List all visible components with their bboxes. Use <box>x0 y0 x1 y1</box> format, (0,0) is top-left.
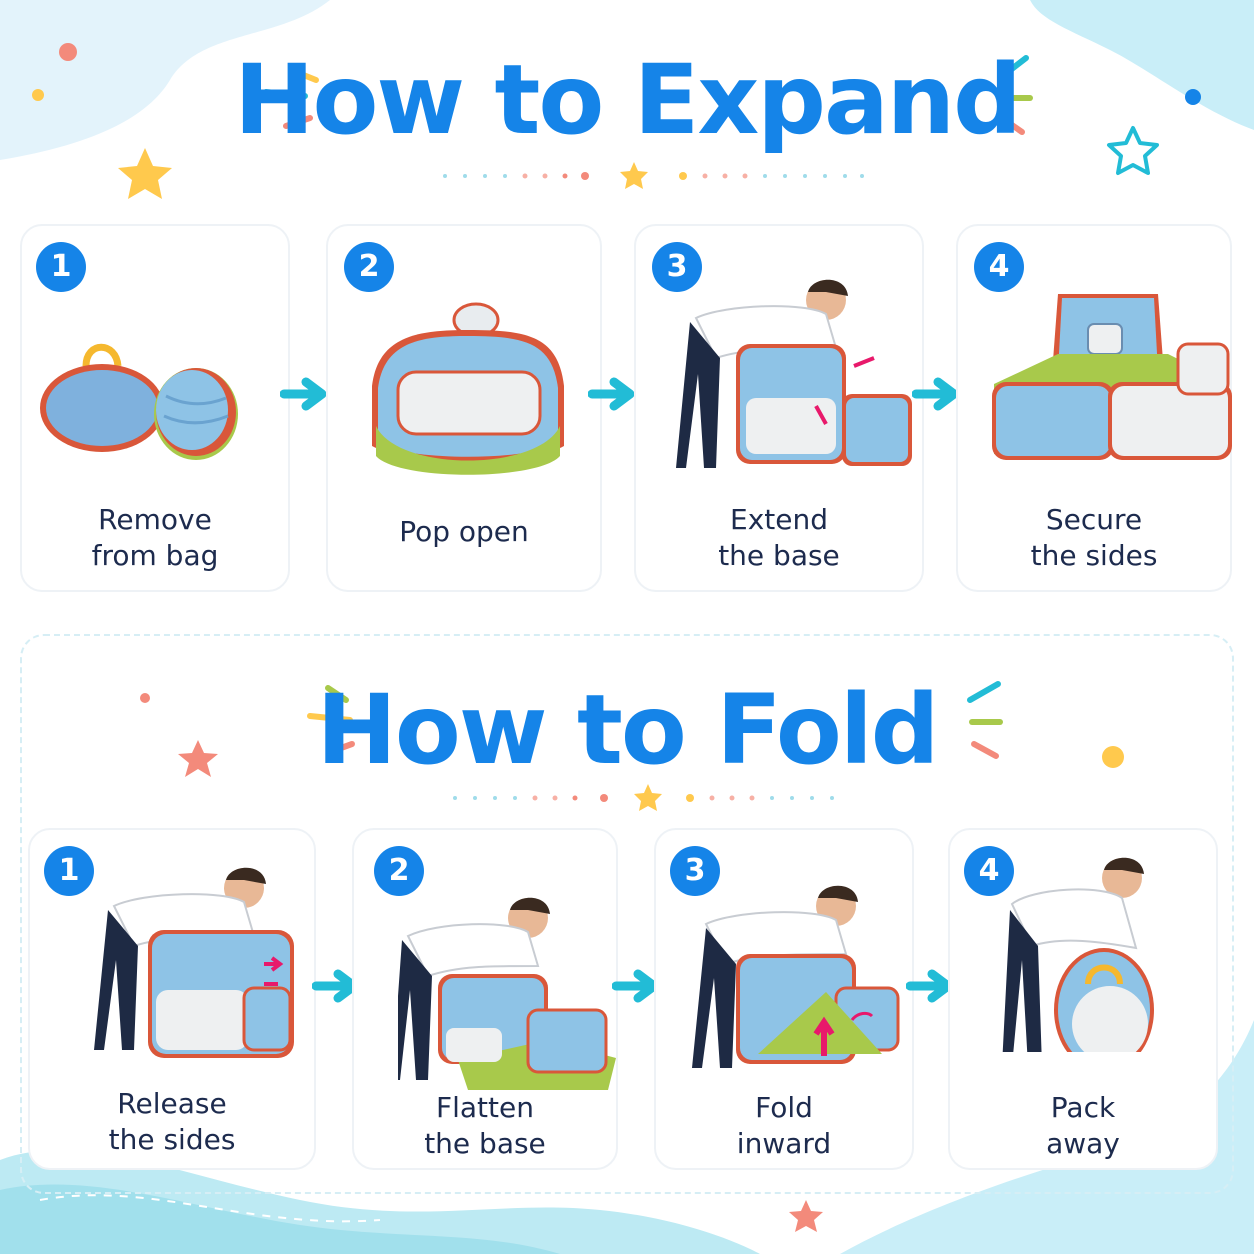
step-label: Release the sides <box>108 1087 236 1156</box>
step-number-badge: 1 <box>36 242 86 292</box>
fold-step-2-card: 2 Flatten the base <box>352 828 618 1170</box>
expand-step-2-card: 2 Pop open <box>326 224 602 592</box>
step-number-badge: 3 <box>670 846 720 896</box>
pack-away-illustration <box>1002 857 1154 1052</box>
title-divider <box>453 784 834 811</box>
fold-step-1-card: 1 Release the sides <box>28 828 316 1170</box>
step-label: Remove from bag <box>91 503 219 572</box>
step-label: Secure the sides <box>1030 503 1158 572</box>
step-number-badge: 1 <box>44 846 94 896</box>
fold-title: How to Fold <box>316 674 940 786</box>
next-arrow-icon <box>280 377 327 411</box>
fold-section-panel <box>20 634 1234 1194</box>
step-label: Flatten the base <box>424 1091 546 1160</box>
flatten-base-illustration <box>398 897 616 1090</box>
release-sides-illustration <box>94 867 294 1058</box>
pop-open-tent-illustration <box>372 302 564 475</box>
step-number-badge: 2 <box>344 242 394 292</box>
expand-step-3-card: 3 Extend the base <box>634 224 924 592</box>
step-label: Extend the base <box>718 503 840 572</box>
step-label: Pop open <box>399 515 529 548</box>
expand-step-1-card: 1 Remove from bag <box>20 224 290 592</box>
expand-step-4-card: 4 Secure the sides <box>956 224 1232 592</box>
packed-tent-illustration <box>40 343 238 460</box>
step-label: Fold inward <box>736 1091 832 1160</box>
step-label: Pack away <box>1046 1091 1120 1160</box>
next-arrow-icon <box>912 377 959 411</box>
fold-step-4-card: 4 Pack away <box>948 828 1218 1170</box>
extend-base-illustration <box>676 279 912 468</box>
secured-playpen-illustration <box>992 294 1232 460</box>
expand-title: How to Expand <box>234 44 1022 156</box>
fold-step-3-card: 3 Fold inward <box>654 828 914 1170</box>
next-arrow-icon <box>588 377 635 411</box>
step-number-badge: 4 <box>974 242 1024 292</box>
step-number-badge: 2 <box>374 846 424 896</box>
step-number-badge: 3 <box>652 242 702 292</box>
fold-inward-illustration <box>692 885 900 1068</box>
title-divider <box>443 162 864 189</box>
step-number-badge: 4 <box>964 846 1014 896</box>
